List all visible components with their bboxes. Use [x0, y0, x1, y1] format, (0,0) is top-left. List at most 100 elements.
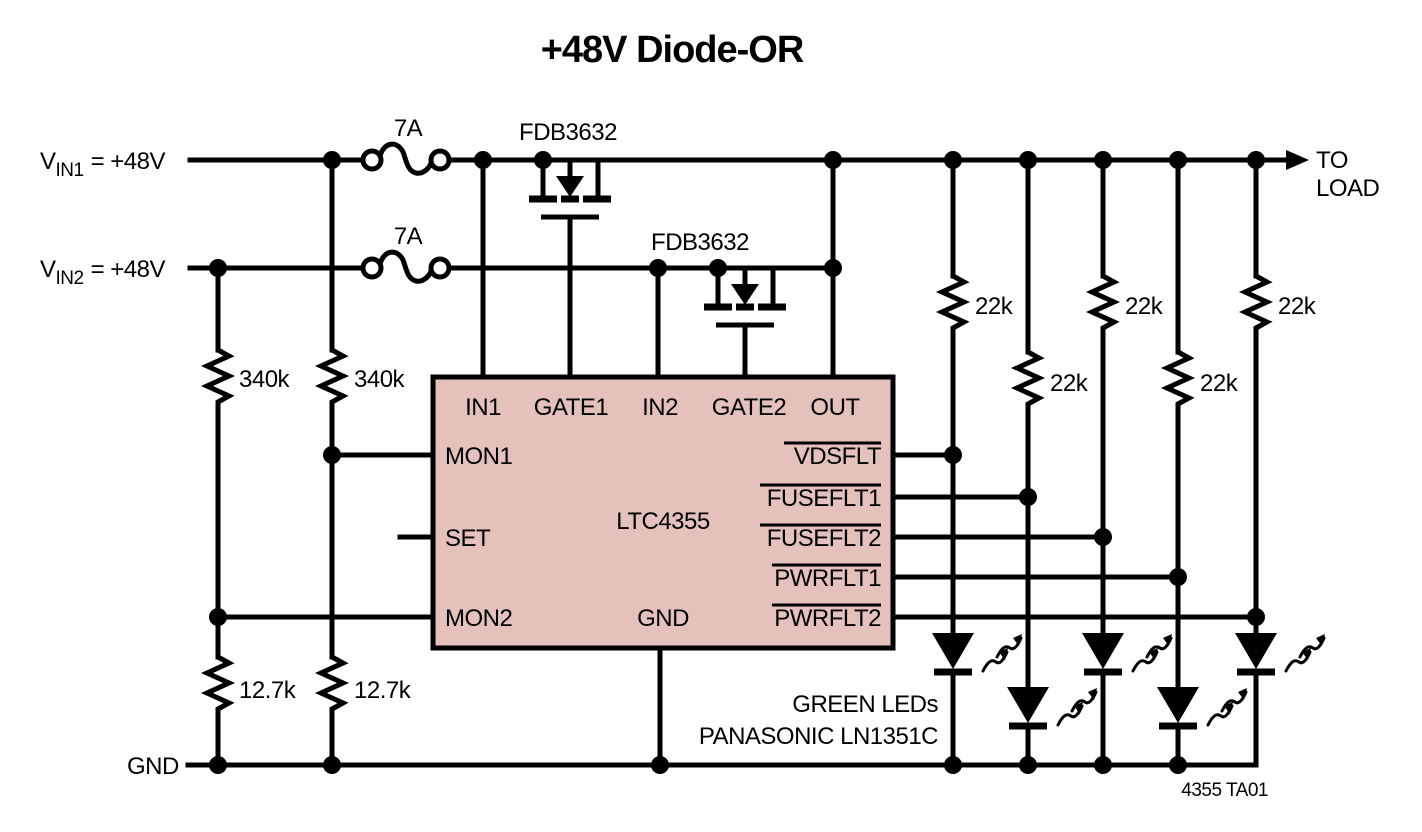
led-4: [1157, 687, 1199, 726]
junction-dot: [323, 756, 341, 774]
junction-dot: [1247, 608, 1265, 626]
junction-dot: [944, 151, 962, 169]
vin1-label: VIN1= +48V: [40, 148, 165, 181]
pin-pwrflt1: PWRFLT1: [774, 565, 881, 592]
junction-dot: [323, 151, 341, 169]
vin2-label: VIN2= +48V: [40, 256, 165, 289]
junction-dot: [534, 151, 552, 169]
led-column-1: 22k: [932, 157, 1024, 768]
junction-dot: [824, 151, 842, 169]
junction-dot: [1094, 151, 1112, 169]
junction-dot: [709, 259, 727, 277]
resistor-22k-2-value: 22k: [1050, 370, 1089, 397]
arrow-right-icon: [1286, 150, 1309, 170]
resistor-340k-2: [321, 350, 343, 406]
fuse-2: [363, 252, 449, 281]
junction-dots: [209, 151, 1265, 774]
emission-arrows-icon: [1056, 700, 1085, 727]
pin-gnd: GND: [637, 605, 689, 632]
junction-dot: [649, 259, 667, 277]
junction-dot: [651, 756, 669, 774]
led-column-3: 22k: [1082, 157, 1174, 768]
resistor-22k-1-value: 22k: [975, 293, 1014, 320]
divider-column-vin2: 340k 12.7k: [207, 265, 297, 768]
pin-pwrflt2: PWRFLT2: [774, 605, 881, 632]
pin-gate2: GATE2: [712, 394, 787, 421]
resistor-22k-4-value: 22k: [1200, 370, 1239, 397]
junction-dot: [1019, 151, 1037, 169]
resistor-22k-4: [1167, 352, 1189, 408]
pin-gate1: GATE1: [534, 394, 609, 421]
junction-dot: [1019, 756, 1037, 774]
junction-dot: [323, 446, 341, 464]
pin-mon2: MON2: [445, 605, 512, 632]
pin-fuseflt2: FUSEFLT2: [767, 525, 881, 552]
led-note-line1: GREEN LEDs: [792, 691, 938, 718]
junction-dot: [1169, 568, 1187, 586]
led-5: [1235, 633, 1277, 672]
resistor-22k-3-value: 22k: [1125, 293, 1164, 320]
led-column-5: 22k: [1235, 157, 1327, 768]
resistor-22k-2: [1017, 352, 1039, 408]
resistor-12.7k-1-value: 12.7k: [239, 677, 297, 704]
resistor-22k-5: [1245, 276, 1267, 332]
gnd-rail: GND: [127, 753, 1259, 780]
load-output: TO LOAD: [1286, 147, 1380, 202]
fuse-1: [363, 144, 449, 173]
junction-dot: [209, 259, 227, 277]
junction-dot: [209, 608, 227, 626]
resistor-340k-1: [207, 350, 229, 406]
ic-part-label: LTC4355: [616, 508, 710, 535]
resistor-22k-5-value: 22k: [1278, 293, 1317, 320]
pin-mon1: MON1: [445, 443, 512, 470]
resistor-12.7k-2-value: 12.7k: [354, 677, 412, 704]
junction-dot: [944, 756, 962, 774]
junction-dot: [824, 259, 842, 277]
resistor-12.7k-2: [321, 657, 343, 713]
pin-in2: IN2: [642, 394, 678, 421]
mosfet-1: FDB3632: [519, 119, 618, 380]
pin-fuseflt1: FUSEFLT1: [767, 485, 881, 512]
schematic-title: +48V Diode-OR: [541, 29, 804, 71]
body-diode-icon: [731, 284, 759, 305]
resistor-340k-2-value: 340k: [354, 366, 406, 393]
emission-arrows-icon: [981, 646, 1010, 673]
junction-dot: [1247, 151, 1265, 169]
resistor-12.7k-1: [207, 657, 229, 713]
junction-dot: [474, 151, 492, 169]
junction-dot: [1019, 488, 1037, 506]
mosfet2-part: FDB3632: [651, 229, 749, 256]
led-column-2: 22k: [1007, 157, 1099, 768]
fuse2-rating: 7A: [394, 223, 423, 250]
pin-set: SET: [445, 525, 491, 552]
junction-dot: [1169, 756, 1187, 774]
resistor-22k-1: [942, 276, 964, 332]
junction-dot: [1094, 756, 1112, 774]
junction-dot: [1094, 528, 1112, 546]
to-load-label-line2: LOAD: [1316, 175, 1380, 202]
vin2-rail: VIN2= +48V 7A: [40, 223, 836, 289]
fuse1-rating: 7A: [394, 115, 423, 142]
resistor-340k-1-value: 340k: [239, 366, 291, 393]
led-3: [1082, 633, 1124, 672]
junction-dot: [944, 446, 962, 464]
emission-arrows-icon: [1131, 646, 1160, 673]
led-note-line2: PANASONIC LN1351C: [699, 723, 938, 750]
to-load-label-line1: TO: [1316, 147, 1348, 174]
led-column-4: 22k: [1157, 157, 1249, 768]
body-diode-icon: [556, 176, 584, 197]
vin1-rail: VIN1= +48V 7A: [40, 115, 1293, 181]
led-2: [1007, 687, 1049, 726]
ic-ltc4355: LTC4355 IN1 GATE1 IN2 GATE2 OUT MON1 SET…: [430, 374, 896, 651]
resistor-22k-3: [1092, 276, 1114, 332]
gnd-label: GND: [127, 753, 179, 780]
pin-in1: IN1: [465, 394, 501, 421]
junction-dot: [1169, 151, 1187, 169]
emission-arrows-icon: [1206, 700, 1235, 727]
junction-dot: [209, 756, 227, 774]
pin-vdsflt: VDSFLT: [794, 443, 882, 470]
figure-id: 4355 TA01: [1181, 780, 1268, 801]
emission-arrows-icon: [1284, 646, 1313, 673]
